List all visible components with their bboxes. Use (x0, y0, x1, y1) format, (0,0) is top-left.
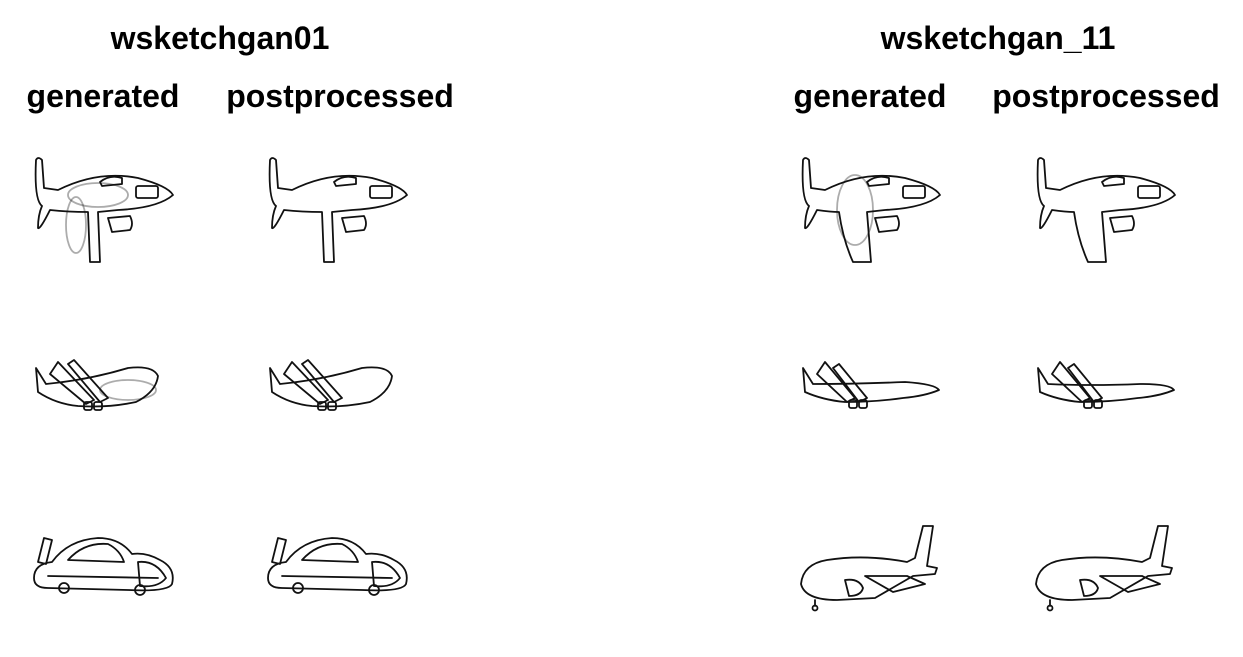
sketch-airplane-row2-left-postprocessed (262, 340, 412, 460)
sketch-airplane-row2-left-generated (28, 340, 178, 460)
sketch-airplane-row1-left-generated (28, 150, 178, 270)
sketch-airplane-row2-right-generated (795, 340, 945, 460)
sketch-car-row3-left-postprocessed (262, 518, 412, 638)
panel-title-left: wsketchgan01 (110, 20, 330, 56)
sketch-airplane-row1-left-postprocessed (262, 150, 412, 270)
column-label-postprocessed-left: postprocessed (226, 78, 454, 114)
column-label-generated-left: generated (26, 78, 180, 114)
column-label-postprocessed-right: postprocessed (992, 78, 1220, 114)
sketch-airplane-row1-right-generated (795, 150, 945, 270)
sketch-airplane-row1-right-postprocessed (1030, 150, 1180, 270)
column-label-generated-right: generated (793, 78, 947, 114)
panel-title-right: wsketchgan_11 (880, 20, 1116, 56)
sketch-airplane-row3-right-postprocessed (1030, 518, 1180, 638)
sketch-airplane-row3-right-generated (795, 518, 945, 638)
sketch-car-row3-left-generated (28, 518, 178, 638)
sketch-airplane-row2-right-postprocessed (1030, 340, 1180, 460)
